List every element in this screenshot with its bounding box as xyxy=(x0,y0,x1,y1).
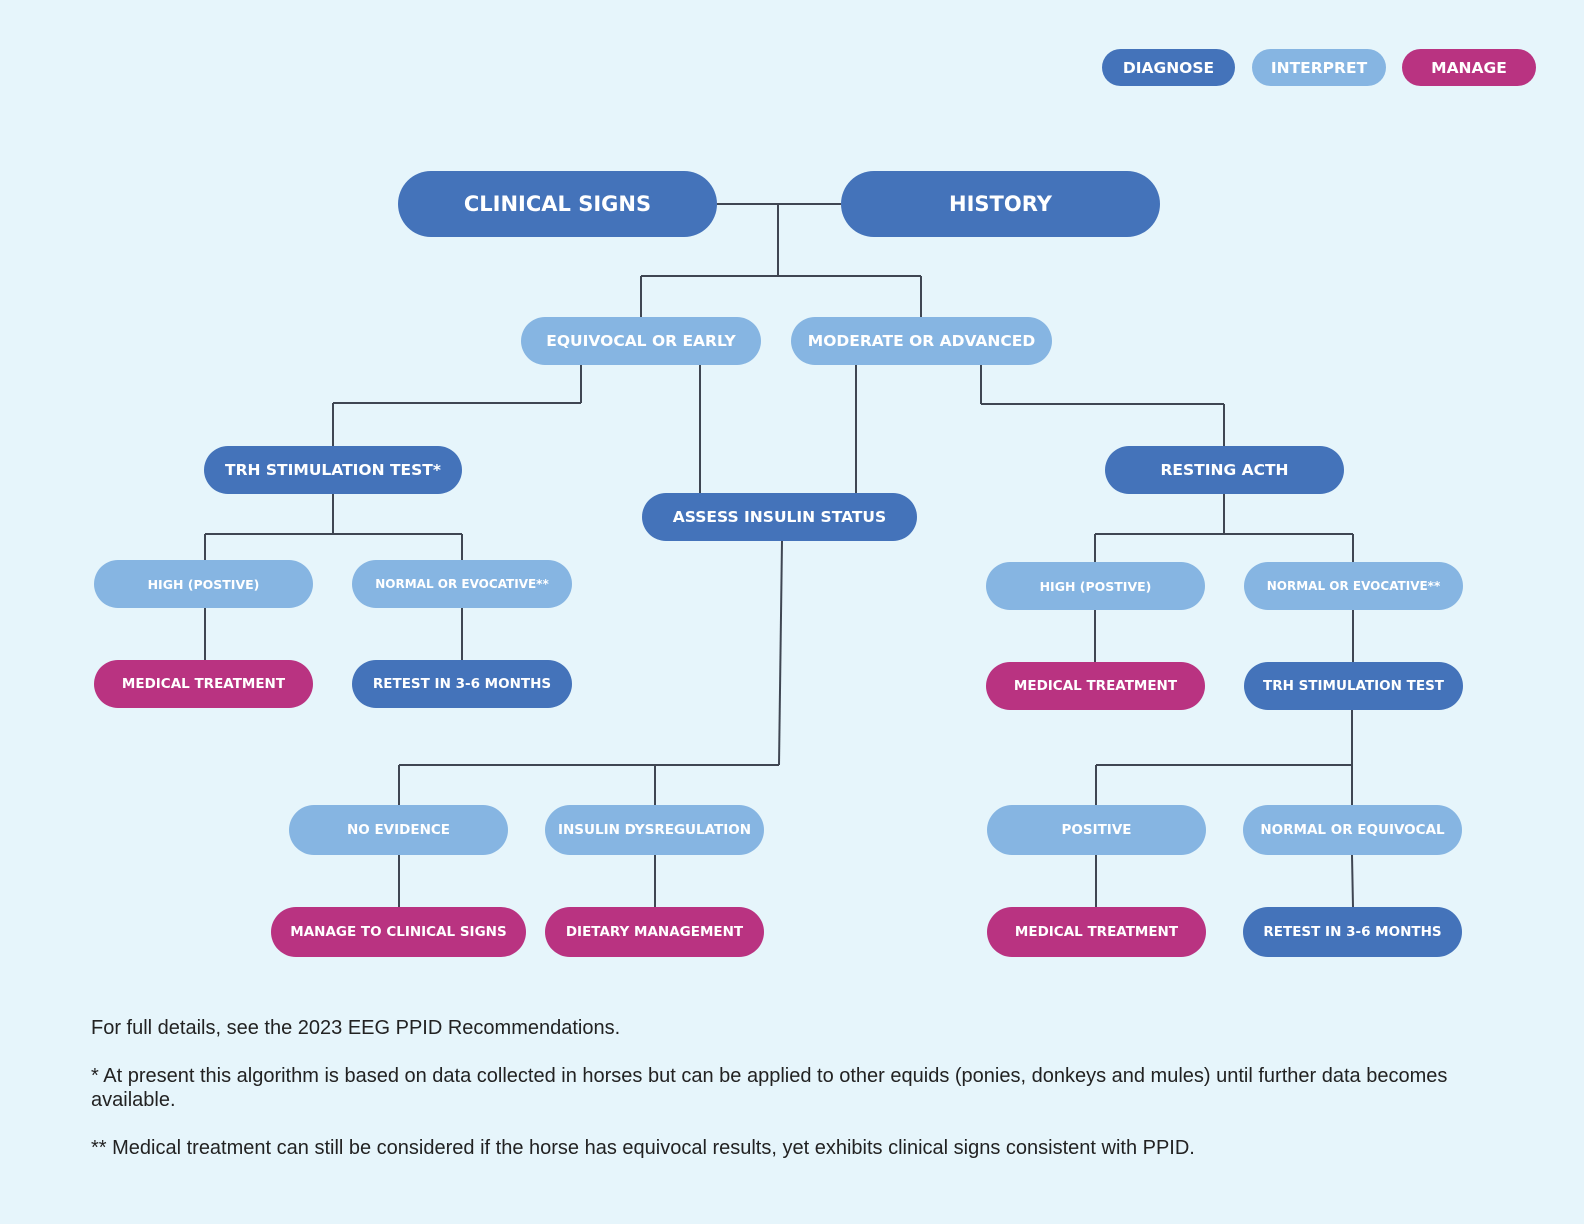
node-right-normal-or-evocative: NORMAL OR EVOCATIVE** xyxy=(1244,562,1463,610)
node-left-retest-3-6-months: RETEST IN 3-6 MONTHS xyxy=(352,660,572,708)
node-moderate-or-advanced: MODERATE OR ADVANCED xyxy=(791,317,1052,365)
node-right-medical-treatment: MEDICAL TREATMENT xyxy=(986,662,1205,710)
node-dietary-management: DIETARY MANAGEMENT xyxy=(545,907,764,957)
legend-diagnose: DIAGNOSE xyxy=(1102,49,1235,86)
node-trh-stimulation-test-star: TRH STIMULATION TEST* xyxy=(204,446,462,494)
legend-manage: MANAGE xyxy=(1402,49,1536,86)
node-history: HISTORY xyxy=(841,171,1160,237)
node-normal-or-equivocal: NORMAL OR EQUIVOCAL xyxy=(1243,805,1462,855)
node-resting-acth: RESTING ACTH xyxy=(1105,446,1344,494)
node-right-trh-stimulation-test: TRH STIMULATION TEST xyxy=(1244,662,1463,710)
connector xyxy=(778,540,783,766)
node-bottom-retest-3-6-months: RETEST IN 3-6 MONTHS xyxy=(1243,907,1462,957)
node-clinical-signs: CLINICAL SIGNS xyxy=(398,171,717,237)
node-equivocal-or-early: EQUIVOCAL OR EARLY xyxy=(521,317,761,365)
node-left-high-positive: HIGH (POSTIVE) xyxy=(94,560,313,608)
node-no-evidence: NO EVIDENCE xyxy=(289,805,508,855)
legend-interpret: INTERPRET xyxy=(1252,49,1386,86)
node-insulin-dysregulation: INSULIN DYSREGULATION xyxy=(545,805,764,855)
node-manage-to-clinical-signs: MANAGE TO CLINICAL SIGNS xyxy=(271,907,526,957)
footnote-single-asterisk: * At present this algorithm is based on … xyxy=(91,1065,1448,1111)
note-full-details: For full details, see the 2023 EEG PPID … xyxy=(91,1017,621,1039)
node-assess-insulin-status: ASSESS INSULIN STATUS xyxy=(642,493,917,541)
node-left-medical-treatment: MEDICAL TREATMENT xyxy=(94,660,313,708)
node-right-high-positive: HIGH (POSTIVE) xyxy=(986,562,1205,610)
footnote-double-asterisk: ** Medical treatment can still be consid… xyxy=(91,1137,1195,1159)
node-bottom-medical-treatment: MEDICAL TREATMENT xyxy=(987,907,1206,957)
node-left-normal-or-evocative: NORMAL OR EVOCATIVE** xyxy=(352,560,572,608)
connector xyxy=(1351,854,1354,908)
node-positive: POSITIVE xyxy=(987,805,1206,855)
